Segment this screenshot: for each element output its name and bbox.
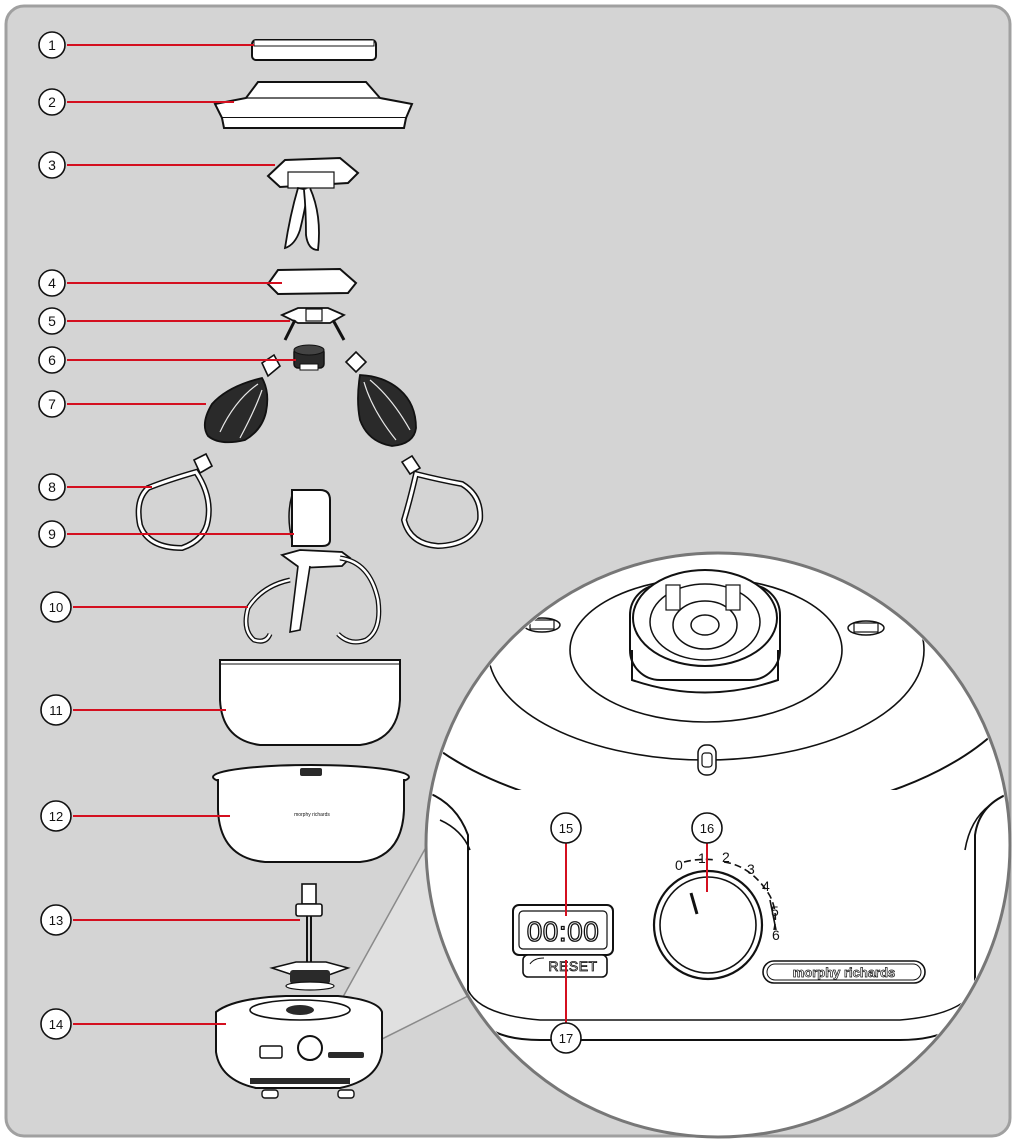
part-whisk-right [344, 350, 417, 447]
svg-text:6: 6 [48, 352, 56, 368]
hinge-clip-right [847, 620, 885, 636]
reset-button-label: RESET [548, 958, 597, 974]
part-whisk-holder [279, 307, 347, 341]
svg-text:5: 5 [48, 313, 56, 329]
speed-label-4: 4 [762, 878, 770, 894]
callout-1: 1 [38, 31, 66, 59]
svg-text:7: 7 [48, 396, 56, 412]
part-measuring-cap [251, 39, 377, 61]
callout-7: 7 [38, 390, 66, 418]
speed-label-2: 2 [722, 849, 730, 865]
part-scraper [266, 156, 360, 251]
callout-8: 8 [38, 473, 66, 501]
bowl-brand-text: morphy richards [294, 812, 330, 818]
timer-display: 00:00 [512, 904, 614, 956]
svg-text:16: 16 [700, 821, 714, 836]
svg-text:2: 2 [48, 94, 56, 110]
svg-text:3: 3 [48, 157, 56, 173]
callout-5: 5 [38, 307, 66, 335]
part-dough-hook [243, 549, 382, 645]
callout-11: 11 [40, 694, 72, 726]
part-inner-bowl: morphy richards [212, 764, 410, 863]
svg-text:14: 14 [49, 1017, 63, 1032]
speed-dial[interactable] [652, 869, 764, 981]
part-lid [213, 81, 414, 129]
part-hub-cover [266, 267, 358, 296]
speed-label-1: 1 [698, 850, 706, 866]
part-beater-right [400, 454, 484, 550]
part-outer-bowl [219, 659, 401, 746]
callout-6: 6 [38, 346, 66, 374]
callout-14: 14 [40, 1008, 72, 1040]
speed-label-3: 3 [747, 861, 755, 877]
svg-text:13: 13 [49, 913, 63, 928]
part-blade-assembly [269, 883, 351, 991]
svg-text:8: 8 [48, 479, 56, 495]
speed-label-0: 0 [675, 857, 683, 873]
lid-lock-slot [697, 744, 717, 776]
leader-lines [67, 44, 708, 1025]
callout-3: 3 [38, 151, 66, 179]
callout-markers: 1 2 3 4 5 6 7 8 9 10 11 12 13 14 15 16 1… [38, 31, 723, 1054]
callout-15: 15 [550, 812, 582, 844]
callout-12: 12 [40, 800, 72, 832]
callout-2: 2 [38, 88, 66, 116]
svg-text:12: 12 [49, 809, 63, 824]
svg-text:17: 17 [559, 1031, 573, 1046]
speed-label-6: 6 [772, 927, 780, 943]
callout-16: 16 [691, 812, 723, 844]
speed-scale: 0 1 2 3 4 5 6 [675, 849, 780, 943]
callout-4: 4 [38, 269, 66, 297]
brand-logo-text: morphy richards [793, 965, 896, 980]
speed-label-5: 5 [771, 903, 779, 919]
svg-text:1: 1 [48, 37, 56, 53]
callout-10: 10 [40, 591, 72, 623]
part-gear [293, 344, 325, 371]
part-scraper-card [288, 489, 331, 547]
svg-text:9: 9 [48, 526, 56, 542]
control-panel-magnifier: 00:00 RESET 0 1 2 3 4 5 6 morph [424, 551, 1012, 1139]
timer-readout: 00:00 [527, 916, 600, 947]
brand-logo: morphy richards [762, 960, 926, 984]
callout-9: 9 [38, 520, 66, 548]
callout-13: 13 [40, 904, 72, 936]
callout-17: 17 [550, 1022, 582, 1054]
svg-text:15: 15 [559, 821, 573, 836]
svg-text:4: 4 [48, 275, 56, 291]
part-base-unit [215, 995, 383, 1099]
svg-text:11: 11 [49, 703, 63, 718]
svg-text:10: 10 [49, 600, 63, 615]
drive-coupling [629, 569, 781, 694]
